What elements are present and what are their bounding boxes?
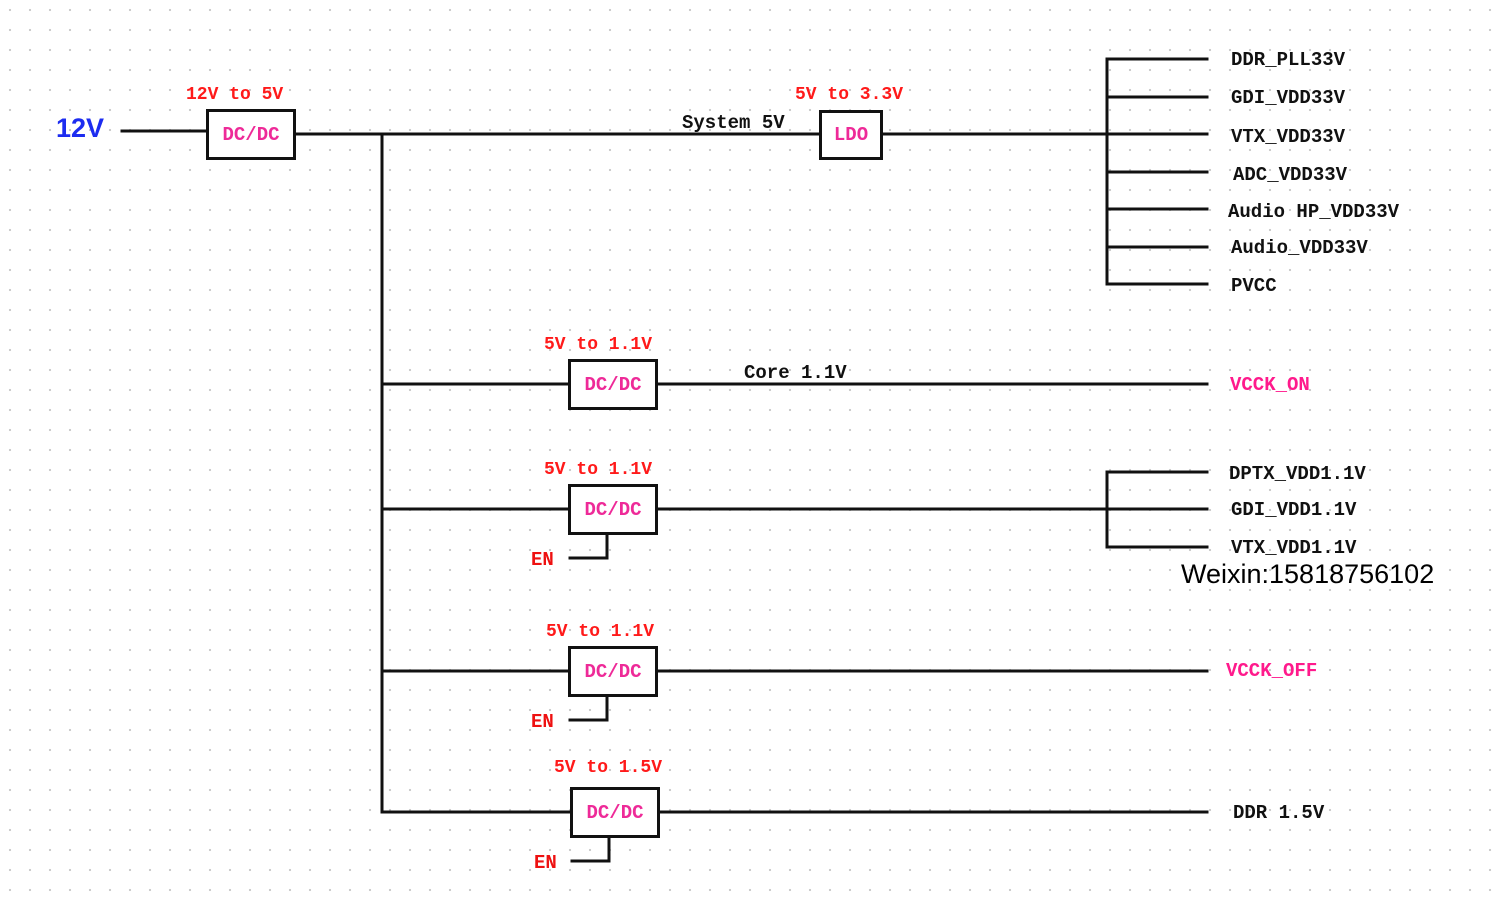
branch-converter-spec: 5V to 1.5V xyxy=(554,758,663,778)
branch-dcdc-box: DC/DC xyxy=(570,787,660,838)
enable-pin-label: EN xyxy=(531,549,554,571)
branch-dcdc-label: DC/DC xyxy=(584,373,642,396)
net-label: VTX_VDD33V xyxy=(1231,126,1346,148)
input-voltage-label: 12V xyxy=(56,113,105,143)
branch-converter-spec: 5V to 1.1V xyxy=(546,622,655,642)
branch-converter-spec: 5V to 1.1V xyxy=(544,335,653,355)
enable-pin-label: EN xyxy=(531,711,554,733)
ldo-label: LDO xyxy=(833,124,869,146)
net-label: DDR 1.5V xyxy=(1233,802,1325,824)
net-label: Audio_VDD33V xyxy=(1231,237,1368,259)
branch-dcdc-label: DC/DC xyxy=(584,498,642,521)
ldo-box: LDO xyxy=(819,110,883,160)
main-converter-spec: 12V to 5V xyxy=(186,85,284,105)
net-label: Audio HP_VDD33V xyxy=(1228,201,1400,223)
core-1v1-label: Core 1.1V xyxy=(744,362,847,384)
main-dcdc-box: DC/DC xyxy=(206,109,296,160)
net-label: GDI_VDD1.1V xyxy=(1231,499,1357,521)
branch-dcdc-label: DC/DC xyxy=(586,801,644,824)
net-label: VCCK_ON xyxy=(1230,374,1310,396)
branch-dcdc-box: DC/DC xyxy=(568,484,658,535)
branch-converter-spec: 5V to 1.1V xyxy=(544,460,653,480)
net-label: VTX_VDD1.1V xyxy=(1231,537,1357,559)
enable-pin-label: EN xyxy=(534,852,557,874)
net-label: DDR_PLL33V xyxy=(1231,49,1346,71)
net-label: GDI_VDD33V xyxy=(1231,87,1346,109)
net-label: DPTX_VDD1.1V xyxy=(1229,463,1366,485)
branch-dcdc-box: DC/DC xyxy=(568,359,658,410)
net-label: VCCK_OFF xyxy=(1226,660,1318,682)
system-5v-label: System 5V xyxy=(682,112,785,134)
main-dcdc-label: DC/DC xyxy=(222,123,280,146)
ldo-spec: 5V to 3.3V xyxy=(795,85,904,105)
net-label: PVCC xyxy=(1231,275,1277,297)
branch-dcdc-box: DC/DC xyxy=(568,646,658,697)
watermark-text: Weixin:15818756102 xyxy=(1181,559,1435,589)
branch-dcdc-label: DC/DC xyxy=(584,660,642,683)
net-label: ADC_VDD33V xyxy=(1233,164,1348,186)
